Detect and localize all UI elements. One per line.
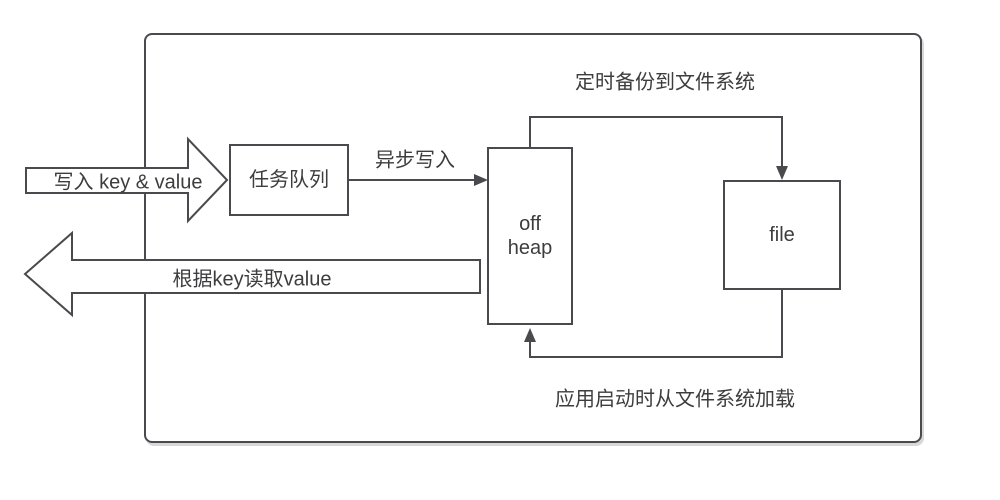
async-arrowhead-icon — [474, 174, 488, 186]
backup-arrowhead-icon — [776, 166, 788, 180]
load-connector-line — [529, 290, 783, 358]
load-arrowhead-icon — [524, 328, 536, 342]
file-node: file — [723, 180, 841, 290]
backup-label: 定时备份到文件系统 — [575, 71, 755, 94]
file-label: file — [769, 224, 795, 246]
backup-connector-line — [529, 116, 783, 166]
off-heap-label-line2: heap — [507, 237, 553, 259]
read-arrow-label: 根据key读取value — [172, 268, 332, 291]
off-heap-label-line1: off — [519, 213, 541, 235]
write-arrow-shape — [25, 136, 229, 224]
read-arrow-shape — [23, 230, 481, 318]
write-arrow-label: 写入 key & value — [53, 171, 203, 194]
async-write-label: 异步写入 — [375, 149, 455, 172]
task-queue-node: 任务队列 — [229, 144, 349, 216]
load-label: 应用启动时从文件系统加载 — [555, 388, 795, 411]
task-queue-label: 任务队列 — [249, 169, 329, 191]
outer-boundary-box — [144, 33, 922, 443]
off-heap-node: off heap — [487, 147, 573, 325]
